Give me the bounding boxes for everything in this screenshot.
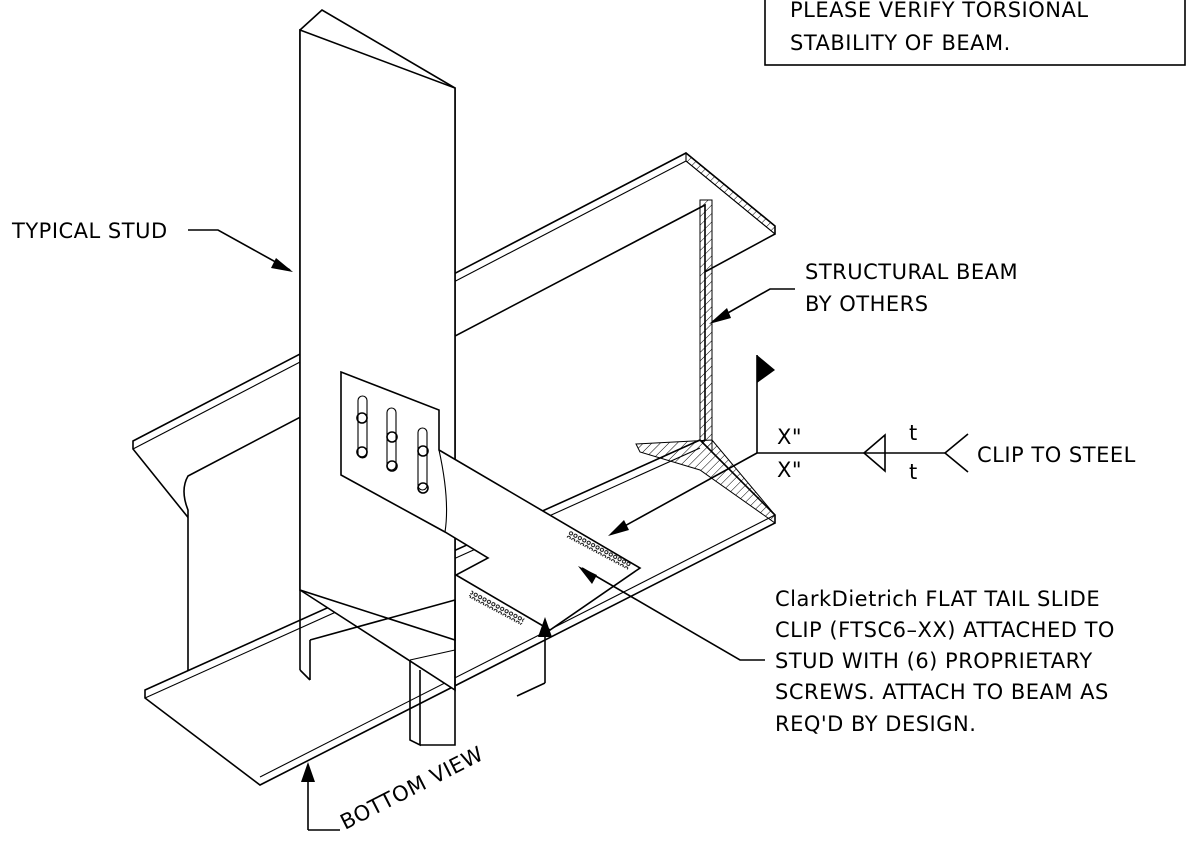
screw-slots [356, 395, 429, 494]
clip-callout: ClarkDietrich FLAT TAIL SLIDE CLIP (FTSC… [578, 566, 1115, 736]
clip-note-3: STUD WITH (6) PROPRIETARY [775, 649, 1093, 673]
weld-t-top: t [909, 421, 918, 445]
weld-size-top: X" [777, 425, 802, 449]
weld-size-bottom: X" [777, 458, 802, 482]
typical-stud [299, 9, 456, 747]
beam-callout: STRUCTURAL BEAM BY OTHERS [709, 260, 1018, 324]
weld-t-bottom: t [909, 460, 918, 484]
note-box: PLEASE VERIFY TORSIONAL STABILITY OF BEA… [764, 0, 1186, 66]
beam-label-2: BY OTHERS [805, 292, 929, 316]
typical-stud-label: TYPICAL STUD [11, 219, 168, 243]
bottom-view-label: BOTTOM VIEW [336, 742, 487, 835]
clip-note-1: ClarkDietrich FLAT TAIL SLIDE [775, 587, 1100, 611]
weld-symbol: X" X" t t CLIP TO STEEL [608, 355, 1136, 536]
clip-note-5: REQ'D BY DESIGN. [775, 712, 976, 736]
note-line-2: STABILITY OF BEAM. [790, 31, 1011, 55]
typical-stud-callout: TYPICAL STUD [11, 219, 293, 272]
note-line-1: PLEASE VERIFY TORSIONAL [790, 0, 1089, 22]
clip-note-4: SCREWS. ATTACH TO BEAM AS [775, 680, 1109, 704]
slide-clip [340, 370, 642, 631]
clip-note-2: CLIP (FTSC6–XX) ATTACHED TO [775, 618, 1115, 642]
clip-to-steel-label: CLIP TO STEEL [977, 443, 1136, 467]
beam-label-1: STRUCTURAL BEAM [805, 260, 1018, 284]
